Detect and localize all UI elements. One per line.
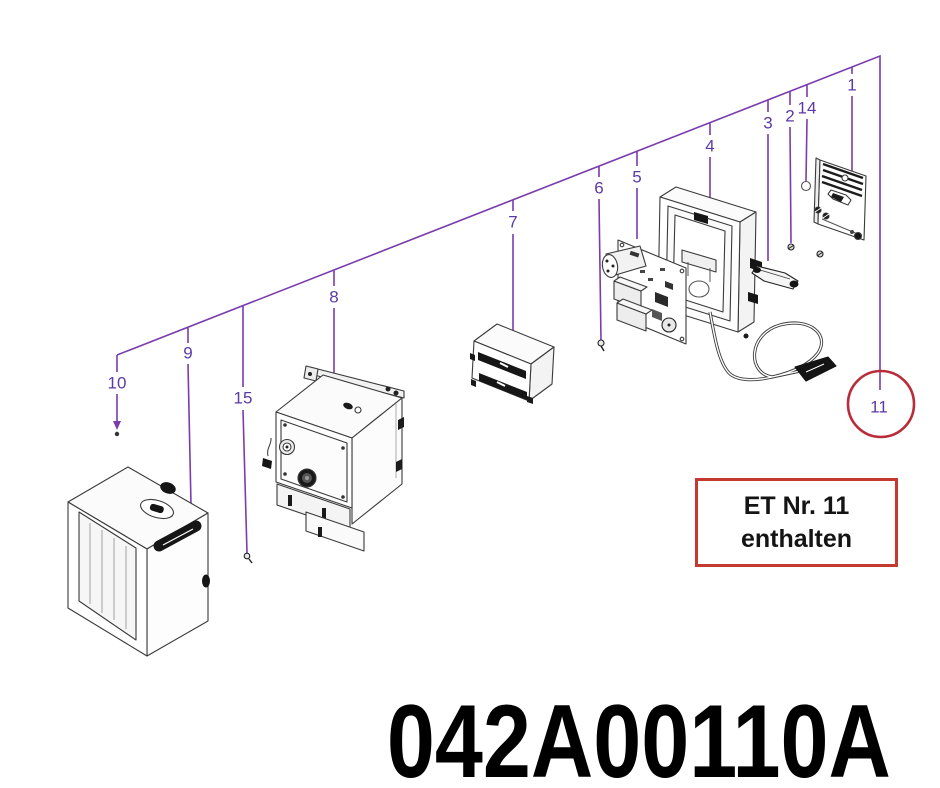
part-cable	[708, 311, 837, 382]
part-screws-and-ball	[114, 180, 824, 564]
ball-callout-14	[800, 180, 812, 192]
callout-10: 10	[107, 373, 127, 393]
callout-3: 3	[763, 113, 773, 133]
callout-14: 14	[797, 98, 817, 118]
screw-callout-10	[114, 431, 120, 437]
note-box: ET Nr. 11 enthalten	[695, 478, 898, 567]
note-line-2: enthalten	[740, 524, 853, 553]
part-bracket-arm	[751, 265, 799, 290]
callout-6: 6	[594, 178, 604, 198]
screw-callout-15	[243, 552, 251, 560]
note-line-1: ET Nr. 11	[743, 491, 850, 520]
callout-8: 8	[329, 287, 339, 307]
part-inner-housing	[262, 365, 405, 552]
part-mounting-plate	[813, 157, 867, 241]
callout-1: 1	[847, 75, 857, 95]
arrowhead-callout-10	[113, 421, 121, 430]
callout-4: 4	[705, 136, 715, 156]
callout-11: 11	[870, 397, 888, 417]
part-outer-housing	[67, 466, 210, 657]
screw-callout-6	[597, 339, 605, 347]
cable-connector	[794, 356, 837, 382]
screw-extra	[743, 333, 749, 339]
leader-lines	[113, 54, 881, 554]
callout-15: 15	[233, 388, 253, 408]
part-number-title: 042A00110A	[386, 684, 891, 788]
callout-2: 2	[785, 106, 795, 126]
part-circuit-board	[601, 239, 687, 345]
highlight-circle	[846, 369, 916, 439]
part-lamp-module	[470, 323, 555, 404]
callout-9: 9	[183, 343, 193, 363]
callout-5: 5	[632, 167, 642, 187]
callout-7: 7	[508, 212, 518, 232]
